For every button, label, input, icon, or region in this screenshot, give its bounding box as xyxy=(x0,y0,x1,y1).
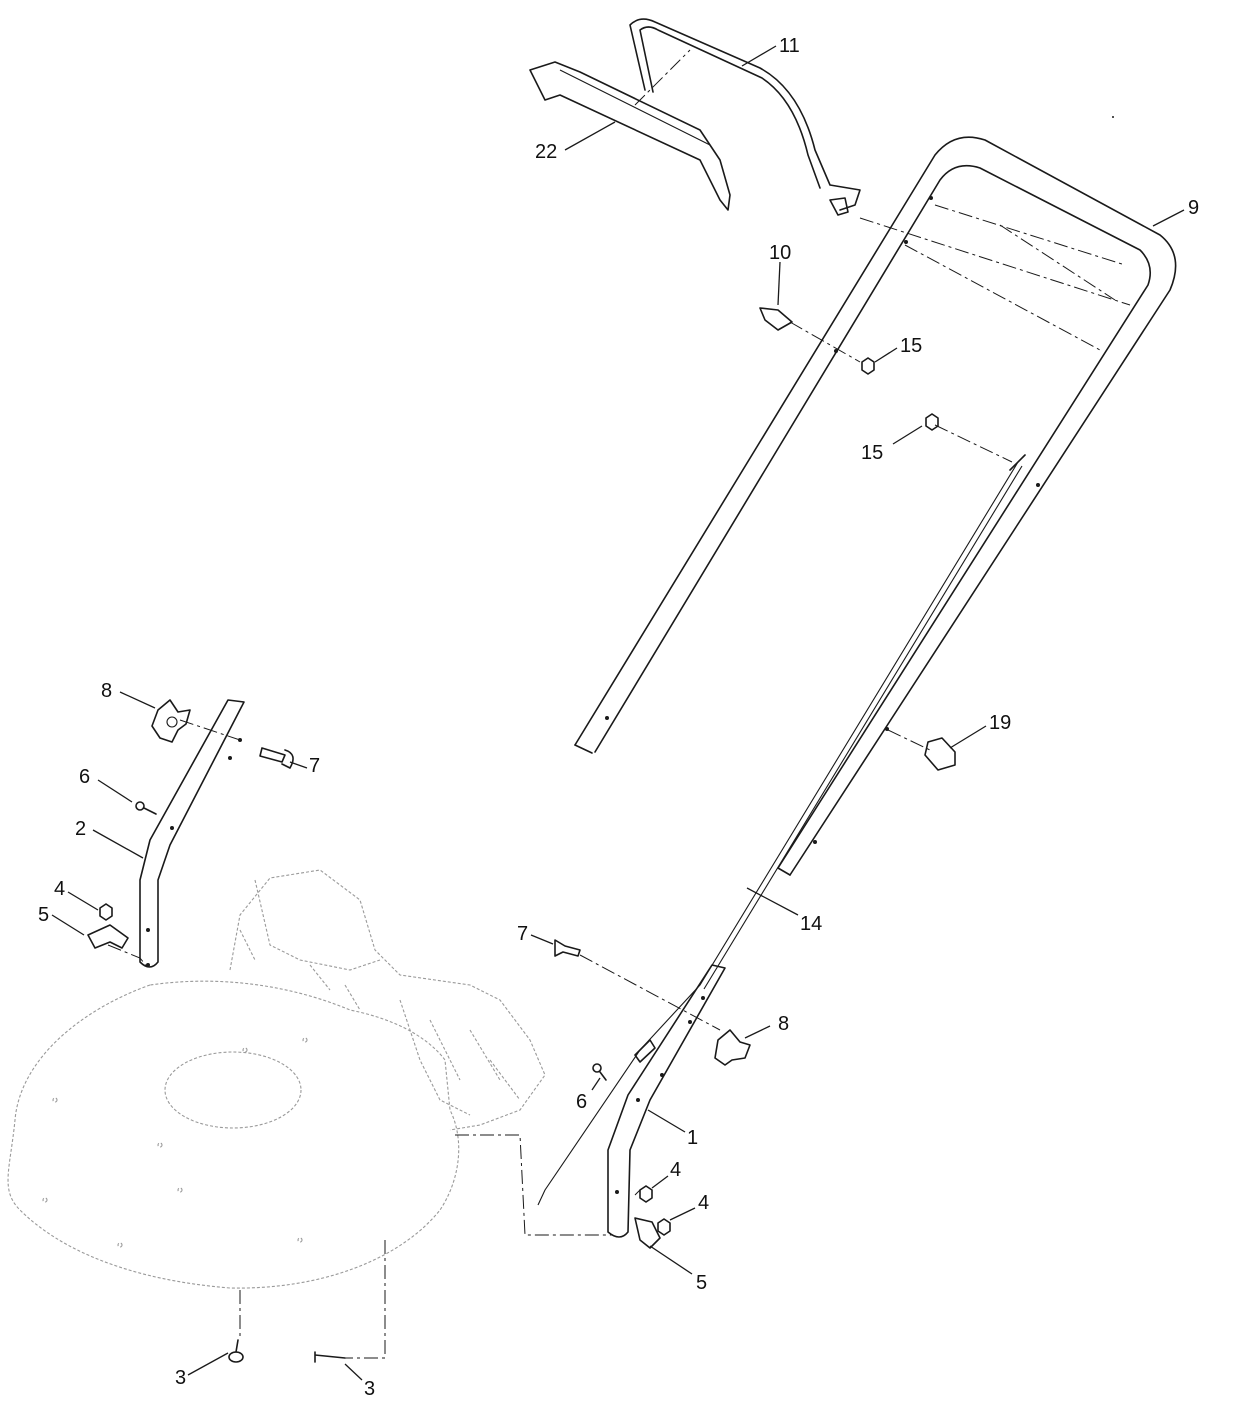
callout-22: 22 xyxy=(535,141,557,163)
callout-9: 9 xyxy=(1188,197,1199,219)
callout-leaders xyxy=(51,45,1185,1381)
callout-14: 14 xyxy=(800,913,822,935)
knob-part-8-left xyxy=(151,699,191,743)
knob-part-8-right xyxy=(714,1029,751,1066)
nut-part-15-lower xyxy=(925,413,939,431)
nut-part-4-left xyxy=(99,903,113,921)
callout-5-right: 5 xyxy=(696,1272,707,1294)
callout-4-right-lower: 4 xyxy=(698,1192,709,1214)
callout-7-right: 7 xyxy=(517,923,528,945)
main-handle-part-9 xyxy=(537,136,1177,1206)
nut-part-4-right-lower xyxy=(657,1218,671,1236)
callout-3-left: 3 xyxy=(175,1367,186,1389)
lower-handle-part-2 xyxy=(139,699,245,968)
nut-part-15-upper xyxy=(861,357,875,375)
bolt-part-7-left xyxy=(259,747,294,769)
pin-part-3-left xyxy=(228,1339,244,1363)
callout-11: 11 xyxy=(779,35,800,57)
lower-handle-part-1 xyxy=(607,964,726,1238)
callout-15-upper: 15 xyxy=(900,335,922,357)
callout-6-right: 6 xyxy=(576,1091,587,1113)
cover-part-22 xyxy=(529,61,731,211)
callout-19: 19 xyxy=(989,712,1011,734)
clip-part-5-left xyxy=(87,924,129,949)
bolt-part-7-right xyxy=(554,939,581,957)
callout-labels: 11 22 9 10 15 15 19 8 7 6 2 4 5 14 7 8 6… xyxy=(38,35,1199,1400)
cable-tie-part-10 xyxy=(759,307,793,331)
callout-5-left: 5 xyxy=(38,904,49,926)
pin-part-3-right xyxy=(314,1351,346,1363)
callout-3-right: 3 xyxy=(364,1378,375,1400)
nut-part-4-right-upper xyxy=(639,1185,653,1203)
callout-8-right: 8 xyxy=(778,1013,789,1035)
bail-part-11 xyxy=(629,18,861,216)
callout-6-left: 6 xyxy=(79,766,90,788)
mower-deck-ghost xyxy=(7,869,546,1289)
callout-8-left: 8 xyxy=(101,680,112,702)
clip-part-5-right xyxy=(634,1217,661,1249)
screw-part-6-left xyxy=(135,801,157,815)
screw-part-6-right xyxy=(592,1063,607,1081)
callout-1: 1 xyxy=(687,1127,698,1149)
callout-4-left: 4 xyxy=(54,878,65,900)
assembly-centerlines xyxy=(107,49,1131,1359)
switch-part-19 xyxy=(924,737,956,771)
callout-10: 10 xyxy=(769,242,791,264)
callout-7-left: 7 xyxy=(309,755,320,777)
callout-2: 2 xyxy=(75,818,86,840)
callout-15-lower: 15 xyxy=(861,442,883,464)
callout-4-right-upper: 4 xyxy=(670,1159,681,1181)
